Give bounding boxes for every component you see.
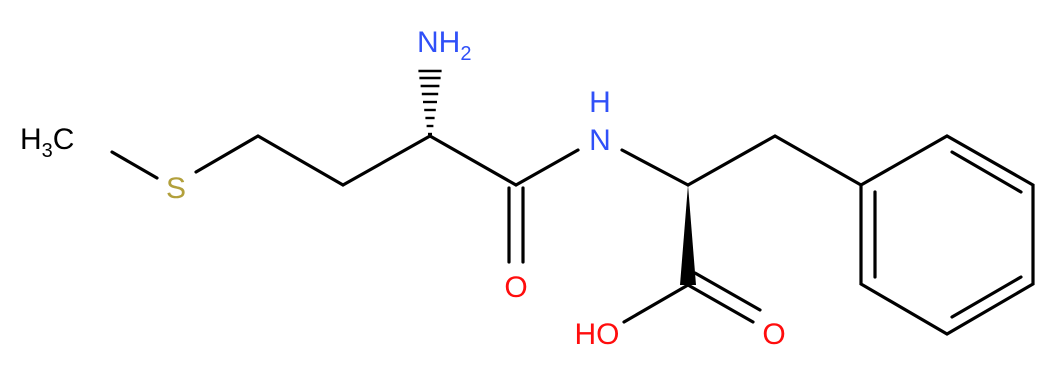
bond-cooh-oh — [622, 283, 690, 324]
bond-carbonyl-nh — [514, 148, 580, 187]
bond-ch3-s — [110, 150, 159, 180]
stereo-wedges — [418, 69, 696, 285]
bond-acid-double-a — [686, 283, 755, 324]
bond-lines — [110, 134, 863, 324]
hashed-wedge-bond — [418, 69, 442, 136]
bond-ch2-calpha — [341, 134, 432, 187]
methyl-label: H3C — [20, 123, 74, 162]
solid-wedge-bond — [680, 185, 696, 285]
hydroxyl-label: HO — [575, 318, 620, 351]
phenyl-ring — [859, 134, 1035, 336]
acid-oxygen-label: O — [762, 318, 785, 351]
ring-inner-bond-2 — [950, 275, 1023, 319]
bond-ch2-ring — [773, 134, 863, 187]
bond-calpha-carbonyl — [428, 134, 518, 187]
double-bonds — [507, 186, 762, 324]
sulfur-label: S — [166, 172, 186, 205]
bond-ch2-ch2 — [256, 134, 345, 187]
bond-calpha2-ch2 — [686, 134, 777, 187]
amide-h-label: H — [589, 86, 611, 119]
ring-inner-bond-1 — [950, 150, 1023, 194]
amide-n-label: N — [589, 124, 611, 157]
carbonyl-oxygen-label: O — [504, 271, 527, 304]
bond-s-ch2 — [194, 134, 260, 174]
bond-acid-double-b — [693, 271, 762, 312]
amine-label: NH2 — [417, 26, 471, 65]
ring-outline — [859, 134, 1035, 336]
atom-labels: H3C S NH2 H N O HO O — [20, 26, 786, 351]
bond-nh-calpha2 — [620, 148, 690, 187]
